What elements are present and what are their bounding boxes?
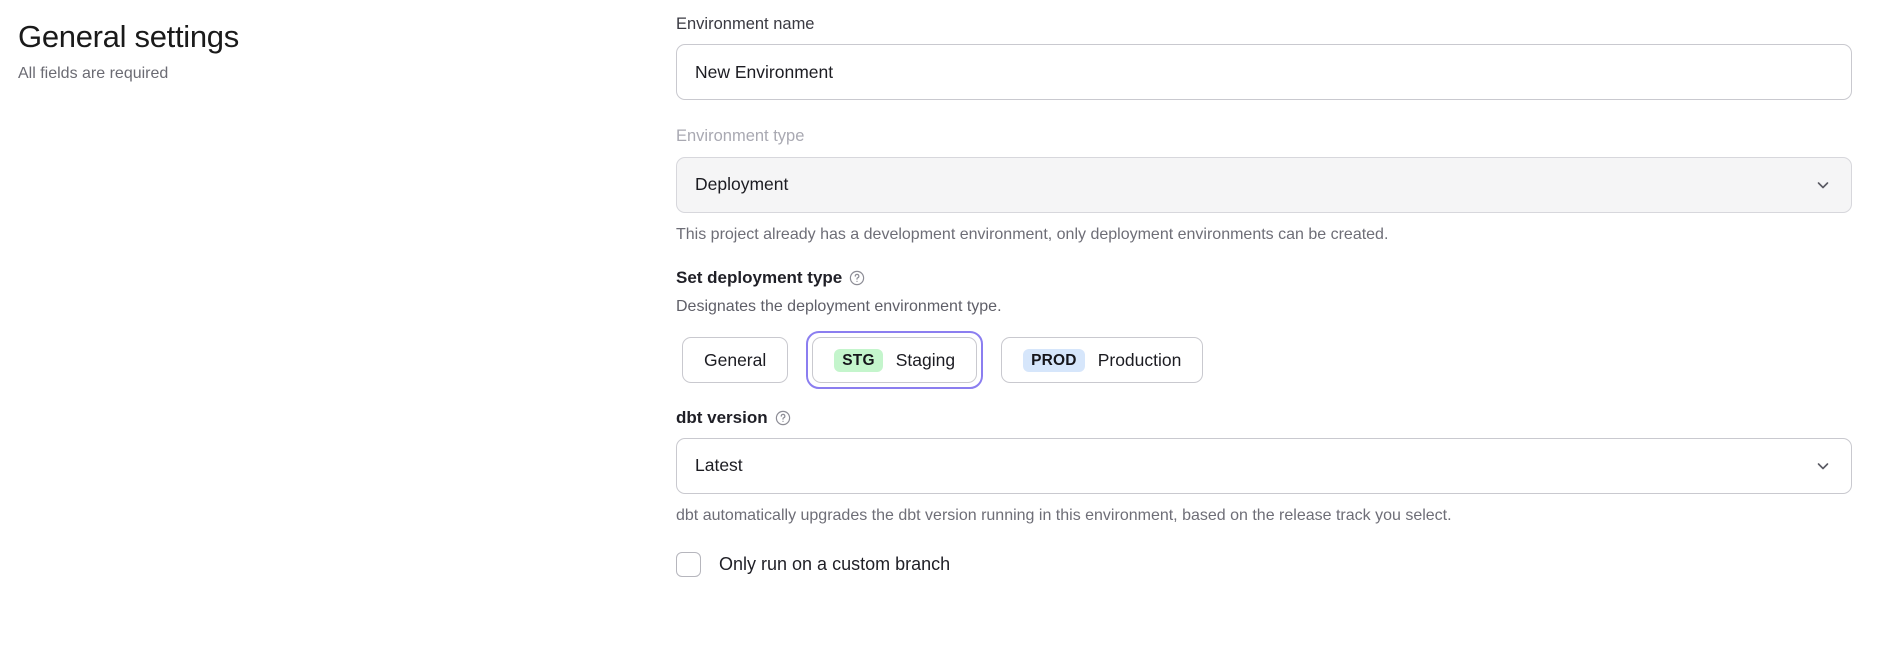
deployment-type-label-row: Set deployment type: [676, 267, 1852, 288]
environment-type-field-group: Environment type Deployment This project…: [676, 126, 1852, 245]
environment-name-field-group: Environment name New Environment: [676, 14, 1852, 101]
environment-name-input[interactable]: New Environment: [676, 44, 1852, 101]
dbt-version-label-row: dbt version: [676, 407, 1852, 428]
environment-type-help-text: This project already has a development e…: [676, 225, 1389, 243]
dbt-version-label: dbt version: [676, 408, 768, 428]
dbt-version-field-group: dbt version Latest dbt automatica: [676, 407, 1852, 526]
custom-branch-label: Only run on a custom branch: [719, 553, 951, 574]
dbt-version-help-text: dbt automatically upgrades the dbt versi…: [676, 506, 1452, 524]
environment-name-label: Environment name: [676, 15, 815, 33]
dbt-version-select[interactable]: Latest: [676, 437, 1852, 494]
deployment-option-general-wrap: General: [676, 331, 794, 389]
deployment-option-general-label: General: [704, 349, 767, 370]
prod-badge: PROD: [1023, 348, 1085, 373]
deployment-option-staging-wrap: STG Staging: [806, 331, 984, 390]
question-circle-icon[interactable]: [849, 270, 865, 286]
custom-branch-row[interactable]: Only run on a custom branch: [676, 552, 1852, 578]
settings-header: General settings All fields are required: [18, 18, 618, 85]
environment-type-label: Environment type: [676, 127, 805, 146]
deployment-type-field-group: Set deployment type Designates the deplo…: [676, 267, 1852, 390]
page-title: General settings: [18, 19, 239, 54]
deployment-option-production-label: Production: [1097, 349, 1182, 370]
deployment-option-staging[interactable]: STG Staging: [812, 337, 978, 384]
deployment-option-general[interactable]: General: [682, 337, 789, 384]
deployment-type-label: Set deployment type: [676, 268, 843, 288]
settings-form: Environment name New Environment Environ…: [676, 14, 1852, 578]
custom-branch-checkbox[interactable]: [676, 552, 701, 578]
deployment-type-options: General STG Staging PROD Production: [676, 331, 1852, 390]
stg-badge: STG: [834, 348, 883, 373]
chevron-down-icon: [1815, 177, 1831, 193]
dbt-version-value: Latest: [695, 455, 743, 476]
deployment-option-production-wrap: PROD Production: [995, 331, 1209, 389]
question-circle-icon[interactable]: [775, 410, 791, 426]
environment-name-value: New Environment: [695, 61, 834, 82]
deployment-option-production[interactable]: PROD Production: [1001, 337, 1204, 384]
page-subtitle: All fields are required: [18, 65, 169, 83]
deployment-option-staging-label: Staging: [895, 349, 956, 370]
environment-type-select[interactable]: Deployment: [676, 156, 1852, 213]
deployment-type-description: Designates the deployment environment ty…: [676, 297, 1002, 315]
environment-type-value: Deployment: [695, 174, 789, 195]
chevron-down-icon: [1815, 458, 1831, 474]
